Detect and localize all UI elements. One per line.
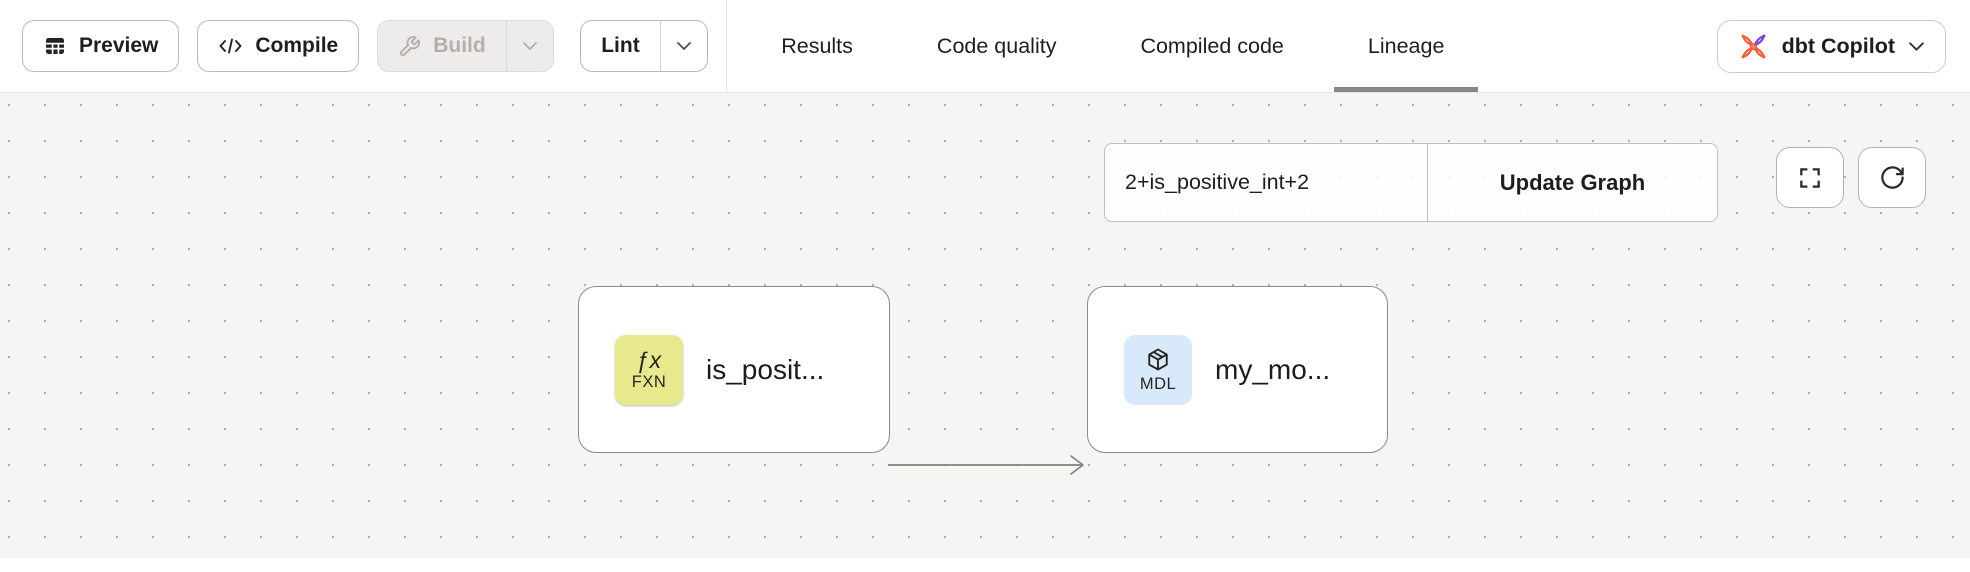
tab-code-quality-label: Code quality xyxy=(936,33,1057,58)
fullscreen-button[interactable] xyxy=(1776,147,1844,208)
tab-compiled-code[interactable]: Compiled code xyxy=(1106,0,1317,92)
tab-lineage-label: Lineage xyxy=(1367,33,1445,58)
lineage-node-function[interactable]: ƒx FXN is_posit... xyxy=(578,286,890,453)
compile-button[interactable]: Compile xyxy=(197,20,360,72)
copilot-label: dbt Copilot xyxy=(1781,33,1895,58)
toolbar: Preview Compile Build xyxy=(0,0,1970,93)
build-label: Build xyxy=(433,34,486,57)
refresh-icon xyxy=(1879,164,1906,191)
preview-label: Preview xyxy=(79,34,159,57)
fx-glyph: ƒx xyxy=(635,346,663,373)
chevron-down-icon xyxy=(1908,41,1925,52)
tab-results[interactable]: Results xyxy=(747,0,887,92)
dbt-copilot-button[interactable]: dbt Copilot xyxy=(1716,19,1946,73)
refresh-graph-button[interactable] xyxy=(1858,147,1926,208)
lineage-node-model[interactable]: MDL my_mo... xyxy=(1087,286,1388,453)
node-label: my_mo... xyxy=(1215,353,1331,385)
compile-label: Compile xyxy=(255,34,339,57)
lint-label: Lint xyxy=(601,34,640,57)
fullscreen-icon xyxy=(1797,165,1823,191)
preview-button[interactable]: Preview xyxy=(22,20,180,72)
build-dropdown-button[interactable] xyxy=(507,21,553,71)
lineage-edge-arrow xyxy=(888,455,1084,475)
toolbar-divider xyxy=(726,0,728,93)
lint-button[interactable]: Lint xyxy=(581,21,659,71)
divider xyxy=(505,21,508,71)
lineage-canvas[interactable]: Update Graph xyxy=(0,93,1970,558)
tab-compiled-code-label: Compiled code xyxy=(1140,33,1284,58)
node-label: is_posit... xyxy=(706,353,825,385)
build-button[interactable]: Build xyxy=(378,21,506,71)
lint-split-button: Lint xyxy=(580,20,709,72)
tab-code-quality[interactable]: Code quality xyxy=(903,0,1091,92)
tab-results-label: Results xyxy=(781,33,853,58)
lineage-selector-input[interactable] xyxy=(1105,144,1427,221)
cube-icon xyxy=(1144,346,1172,374)
function-icon: ƒx FXN xyxy=(615,334,683,405)
model-badge: MDL xyxy=(1124,334,1192,405)
tab-lineage[interactable]: Lineage xyxy=(1333,0,1479,92)
footer-strip xyxy=(0,558,1970,572)
wrench-icon xyxy=(398,35,421,58)
code-icon xyxy=(218,35,243,57)
lineage-selector-group: Update Graph xyxy=(1104,143,1718,222)
model-badge-tag: MDL xyxy=(1139,374,1177,393)
build-split-button: Build xyxy=(377,20,555,72)
result-tabs: Results Code quality Compiled code Linea… xyxy=(747,0,1478,92)
chevron-down-icon xyxy=(522,41,538,51)
update-graph-button[interactable]: Update Graph xyxy=(1427,144,1717,221)
dbt-copilot-icon xyxy=(1738,31,1769,62)
table-icon xyxy=(43,34,67,58)
chevron-down-icon xyxy=(676,41,692,51)
function-badge-tag: FXN xyxy=(631,372,667,391)
lint-dropdown-button[interactable] xyxy=(661,21,707,71)
divider xyxy=(659,21,662,71)
